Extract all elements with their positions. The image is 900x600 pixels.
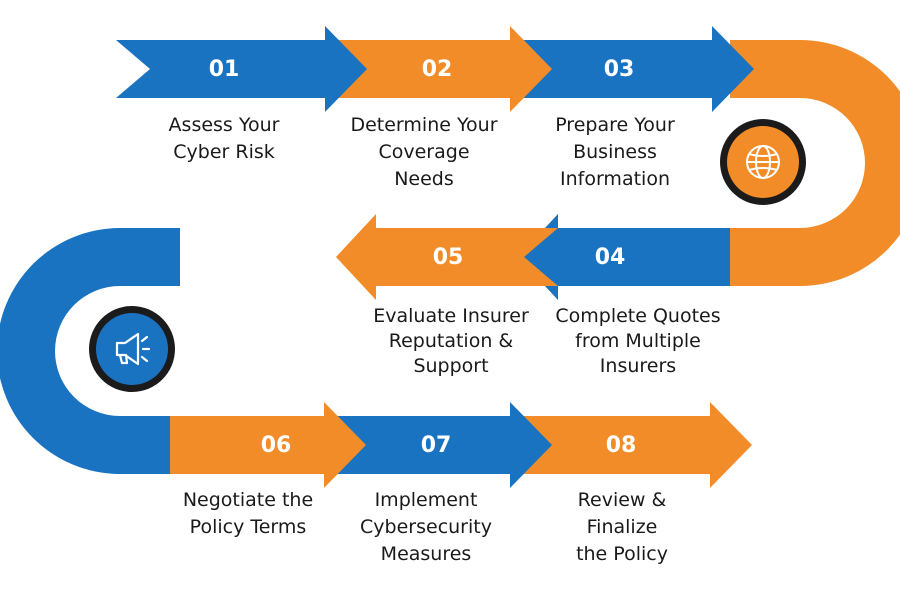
step-08-label: Review & Finalize the Policy xyxy=(522,487,722,568)
step-06-label-line-2: Policy Terms xyxy=(189,516,307,538)
step-01-arrow xyxy=(116,26,367,112)
step-06-label-line-1: Negotiate the xyxy=(182,489,314,511)
step-07-label-line-2: Cybersecurity xyxy=(360,516,492,538)
step-01-label-line-1: Assess Your xyxy=(168,114,280,136)
step-07-label-line-3: Measures xyxy=(380,543,472,565)
step-03-label-line-3: Information xyxy=(560,168,670,190)
step-05-label-line-1: Evaluate Insurer xyxy=(373,305,529,327)
step-04-arrow xyxy=(518,214,730,300)
step-03-label-line-2: Business xyxy=(573,141,657,163)
step-08-arrow xyxy=(510,402,752,488)
step-08-label-line-1: Review & xyxy=(577,489,667,511)
step-06-arrow xyxy=(170,402,366,488)
step-07-label-line-1: Implement xyxy=(374,489,478,511)
step-01-label-line-2: Cyber Risk xyxy=(173,141,275,163)
step-02-label-line-2: Coverage xyxy=(378,141,470,163)
step-08-number: 08 xyxy=(606,433,637,458)
step-03-arrow xyxy=(510,26,754,112)
step-03-label-line-1: Prepare Your xyxy=(555,114,675,136)
step-04-label: Complete Quotes from Multiple Insurers xyxy=(538,304,738,379)
right-u-turn xyxy=(730,40,900,286)
step-06-label: Negotiate the Policy Terms xyxy=(148,487,348,541)
step-02-label-line-3: Needs xyxy=(394,168,454,190)
step-04-label-line-2: from Multiple xyxy=(575,330,701,352)
step-05-number: 05 xyxy=(433,245,464,270)
step-04-label-line-3: Insurers xyxy=(599,355,677,377)
step-02-label: Determine Your Coverage Needs xyxy=(324,112,524,193)
step-01-number: 01 xyxy=(209,57,240,82)
step-05-label-line-2: Reputation & xyxy=(388,330,514,352)
step-08-label-line-2: Finalize xyxy=(586,516,658,538)
step-07-number: 07 xyxy=(421,433,452,458)
step-03-number: 03 xyxy=(604,57,635,82)
megaphone-icon xyxy=(115,332,151,366)
globe-badge xyxy=(720,119,806,205)
step-06-number: 06 xyxy=(261,433,292,458)
step-08-label-line-3: the Policy xyxy=(576,543,668,565)
step-04-number: 04 xyxy=(595,245,626,270)
step-02-arrow xyxy=(325,26,552,112)
globe-icon xyxy=(746,145,780,179)
megaphone-badge xyxy=(89,306,175,392)
left-u-turn xyxy=(0,228,180,474)
step-01-label: Assess Your Cyber Risk xyxy=(124,112,324,166)
step-05-label: Evaluate Insurer Reputation & Support xyxy=(351,304,551,379)
step-03-label: Prepare Your Business Information xyxy=(515,112,715,193)
step-05-label-line-3: Support xyxy=(413,355,489,377)
step-07-label: Implement Cybersecurity Measures xyxy=(326,487,526,568)
step-07-arrow xyxy=(324,402,552,488)
step-04-label-line-1: Complete Quotes xyxy=(555,305,721,327)
step-02-label-line-1: Determine Your xyxy=(350,114,498,136)
step-02-number: 02 xyxy=(422,57,453,82)
step-05-arrow xyxy=(336,214,558,300)
